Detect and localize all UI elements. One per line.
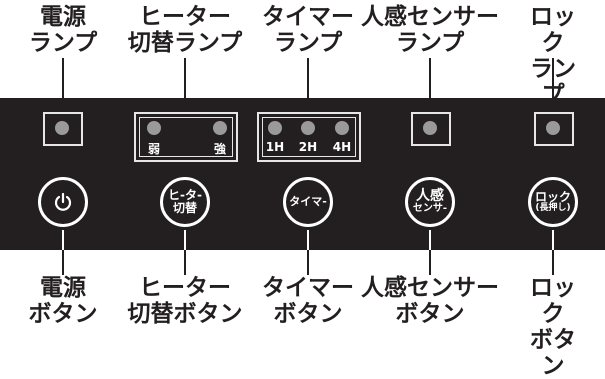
heater-weak-led [147,121,161,135]
timer-2h-led [301,121,315,135]
sensor-button-text-2: センサ- [412,203,448,215]
lock-lamp-led [546,121,560,135]
lock-button-leader [552,250,554,275]
heater-lamp-label: ヒーター 切替ランプ [127,4,243,56]
timer-2h-label: 2H [298,140,318,154]
sensor-lamp-led [423,121,437,135]
power-button-label: 電源 ボタン [28,275,98,327]
timer-button-leader-in [307,230,309,250]
sensor-lamp-frame [411,112,451,146]
power-lamp-led [55,121,69,135]
heater-button-leader-in [184,230,186,250]
sensor-button-leader [429,250,431,275]
heater-button-leader [184,250,186,275]
timer-lamp-label: タイマー ランプ [262,4,354,56]
lock-lamp-frame [534,112,574,146]
timer-lamp-frame [257,112,361,162]
lock-button-text-2: (長押し) [535,202,571,213]
heater-strong-label: 強 [213,142,227,156]
timer-1h-label: 1H [265,140,285,154]
heater-button-text: ヒ-タ- 切替 [168,188,202,215]
power-lamp-leader [62,58,64,106]
timer-button[interactable]: タイマ- [283,177,333,227]
sensor-button[interactable]: 人感 センサ- [405,177,455,227]
heater-lamp-leader [184,58,186,114]
timer-4h-label: 4H [332,140,352,154]
lock-button-text-1: ロック [534,189,571,204]
sensor-button-label: 人感センサー ボタン [361,275,499,327]
power-button-leader-in [62,230,64,250]
heater-weak-label: 弱 [147,142,161,156]
lock-lamp-leader [552,58,554,106]
power-button[interactable] [38,177,88,227]
lock-button-leader-in [552,230,554,250]
timer-4h-led [335,121,349,135]
timer-button-leader [307,250,309,275]
timer-lamp-leader [307,58,309,114]
power-lamp-label: 電源 ランプ [28,4,98,56]
heater-switch-button[interactable]: ヒ-タ- 切替 [160,177,210,227]
timer-button-text: タイマ- [289,195,327,209]
heater-lamp-frame [134,112,238,162]
power-lamp-frame [43,112,83,146]
lock-button[interactable]: ロック (長押し) [528,177,578,227]
timer-1h-led [268,121,282,135]
sensor-lamp-label: 人感センサー ランプ [361,4,499,56]
power-button-leader [62,250,64,275]
lock-button-label: ロック ボタン [530,275,576,379]
heater-strong-led [213,121,227,135]
sensor-lamp-leader [429,58,431,106]
sensor-button-leader-in [429,230,431,250]
power-icon [54,192,72,211]
timer-button-label: タイマー ボタン [262,275,354,327]
sensor-button-text-1: 人感 [416,188,444,205]
heater-button-label: ヒーター 切替ボタン [127,275,243,327]
